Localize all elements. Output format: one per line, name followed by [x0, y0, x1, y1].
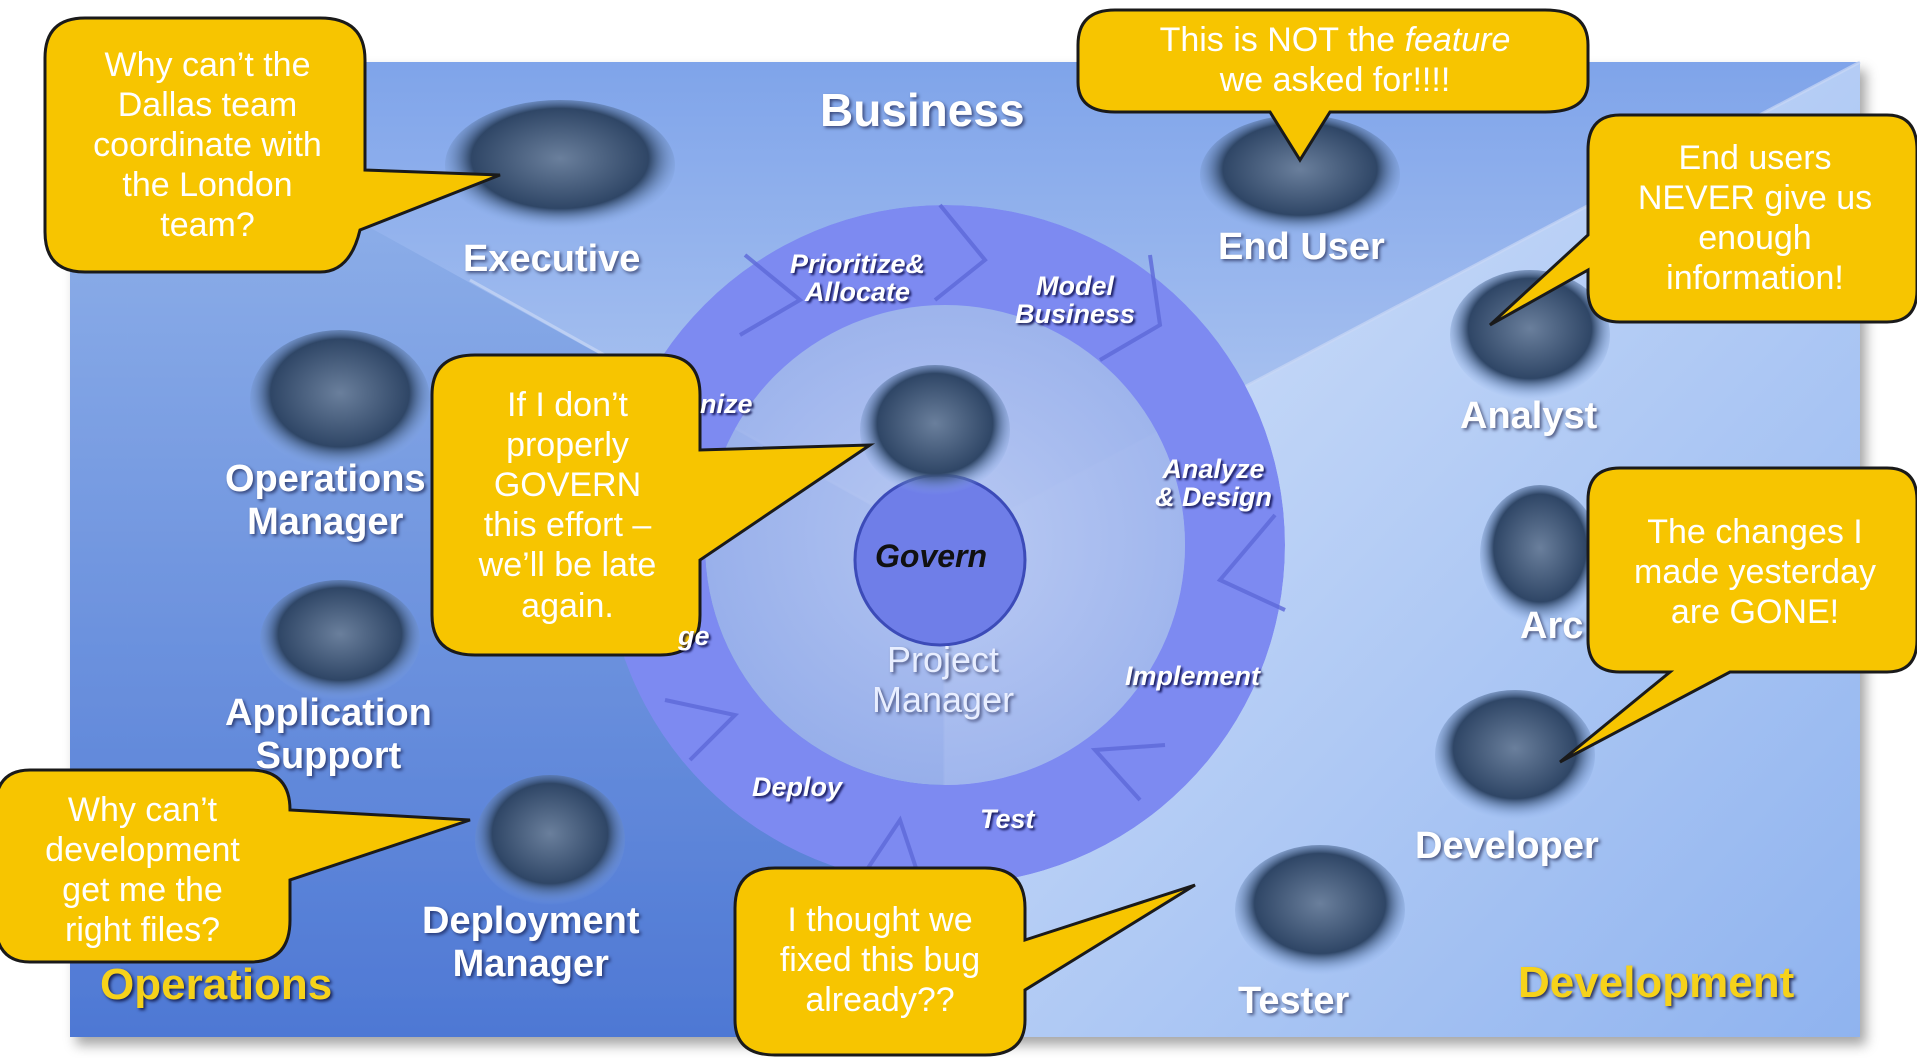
step-partial-bottom: ge	[678, 621, 710, 651]
end-user-photo-icon	[1200, 115, 1400, 235]
executive-bubble-line: Dallas team	[117, 86, 298, 125]
deployment-bubble-text: Why can’t development get me the right f…	[15, 790, 270, 950]
development-region-label: Development	[1518, 958, 1795, 1007]
executive-label: Executive	[463, 238, 641, 280]
operations-manager-label: Operations Manager	[225, 458, 426, 543]
project-manager-photo-icon	[860, 365, 1010, 495]
analyst-bubble-line: information!	[1666, 259, 1844, 298]
step-implement: Implement	[1125, 661, 1261, 691]
executive-photo-icon	[445, 100, 675, 230]
project-manager-bubble-text: If I don’t properly GOVERN this effort –…	[450, 385, 685, 626]
tester-bubble	[733, 866, 1196, 1057]
tester-bubble-line: I thought we	[787, 901, 973, 939]
executive-bubble	[43, 16, 501, 274]
executive-bubble-line: the London	[122, 166, 293, 205]
business-region-label: Business	[820, 84, 1025, 136]
architect-photo-icon	[1480, 485, 1600, 625]
step-model-line1: Model	[1036, 271, 1115, 301]
project-manager-line1: Project	[887, 639, 1000, 680]
application-support-line2: Support	[255, 734, 402, 777]
step-prioritize-line1: Prioritize&	[790, 249, 926, 279]
analyst-bubble-text: End users NEVER give us enough informati…	[1605, 138, 1905, 298]
step-deploy: Deploy	[752, 772, 843, 802]
analyst-bubble-line: enough	[1698, 219, 1812, 258]
developer-photo-icon	[1435, 690, 1595, 820]
developer-bubble-line: The changes I	[1647, 513, 1863, 551]
project-manager-bubble-line: properly	[506, 426, 629, 465]
step-analyze-design: Analyze & Design	[1155, 455, 1272, 512]
developer-label: Developer	[1415, 825, 1599, 867]
step-model-line2: Business	[1015, 299, 1136, 330]
end-user-label: End User	[1218, 226, 1385, 268]
executive-bubble-line: team?	[160, 206, 255, 245]
project-manager-bubble-line: we’ll be late	[478, 546, 657, 585]
deployment-manager-photo-icon	[475, 775, 625, 905]
developer-bubble-text: The changes I made yesterday are GONE!	[1605, 512, 1905, 632]
project-manager-bubble-line: this effort –	[483, 506, 652, 545]
deployment-manager-line1: Deployment	[422, 900, 640, 942]
deployment-bubble	[0, 768, 471, 964]
developer-bubble-line: are GONE!	[1670, 593, 1840, 632]
tester-bubble-text: I thought we fixed this bug already??	[750, 900, 1010, 1020]
end-user-bubble-pre: This is NOT the	[1159, 21, 1405, 59]
tester-bubble-line: fixed this bug	[779, 941, 981, 980]
deployment-bubble-line: right files?	[65, 911, 220, 950]
project-manager-bubble-line: If I don’t	[507, 386, 628, 424]
project-manager-bubble	[430, 353, 876, 657]
developer-bubble-line: made yesterday	[1634, 553, 1876, 592]
tester-label: Tester	[1238, 980, 1350, 1022]
operations-region-label: Operations	[100, 960, 333, 1009]
architect-label-partial: Arc	[1520, 605, 1584, 647]
step-test: Test	[980, 804, 1035, 834]
tester-bubble-line: already??	[805, 981, 955, 1020]
analyst-bubble-line: End users	[1678, 139, 1832, 177]
analyst-bubble	[1488, 113, 1917, 327]
deployment-bubble-line: development	[45, 831, 240, 870]
executive-bubble-line: Why can’t the	[104, 46, 311, 84]
step-analyze-line2: & Design	[1155, 482, 1273, 513]
tester-photo-icon	[1235, 845, 1405, 975]
step-prioritize-allocate: Prioritize& Allocate	[790, 250, 925, 307]
deployment-manager-line2: Manager	[452, 942, 609, 985]
project-manager-label: Project Manager	[872, 639, 1015, 721]
analyst-photo-icon	[1450, 270, 1610, 400]
project-manager-line2: Manager	[872, 679, 1015, 721]
analyst-bubble-line: NEVER give us	[1637, 179, 1873, 218]
end-user-bubble-text: This is NOT the feature we asked for!!!!	[1100, 20, 1570, 100]
end-user-bubble-line1: This is NOT the feature	[1100, 20, 1570, 60]
analyst-label: Analyst	[1460, 395, 1598, 437]
operations-manager-line2: Manager	[247, 500, 404, 543]
step-model-business: Model Business	[1015, 272, 1135, 329]
developer-bubble	[1559, 466, 1917, 764]
step-analyze-line1: Analyze	[1162, 454, 1265, 484]
step-prioritize-line2: Allocate	[804, 277, 911, 308]
deployment-bubble-line: get me the	[62, 871, 223, 910]
end-user-bubble	[1076, 8, 1590, 163]
people-photos	[250, 100, 1610, 975]
deployment-bubble-line: Why can’t	[67, 791, 218, 829]
end-user-bubble-emphasis: feature	[1404, 21, 1511, 59]
end-user-bubble-line2: we asked for!!!!	[1219, 61, 1451, 100]
speech-bubbles	[0, 8, 1917, 1057]
project-manager-bubble-line: GOVERN	[493, 466, 642, 505]
project-manager-bubble-line: again.	[521, 586, 614, 625]
application-support-photo-icon	[260, 580, 420, 700]
deployment-manager-label: Deployment Manager	[422, 900, 639, 985]
operations-manager-line1: Operations	[225, 458, 426, 500]
operations-manager-photo-icon	[250, 330, 430, 470]
application-support-line1: Application	[225, 692, 432, 734]
executive-bubble-text: Why can’t the Dallas team coordinate wit…	[75, 45, 340, 246]
govern-label: Govern	[875, 538, 988, 574]
step-partial-top: nize	[700, 389, 753, 419]
executive-bubble-line: coordinate with	[93, 126, 322, 165]
application-support-label: Application Support	[225, 692, 432, 777]
